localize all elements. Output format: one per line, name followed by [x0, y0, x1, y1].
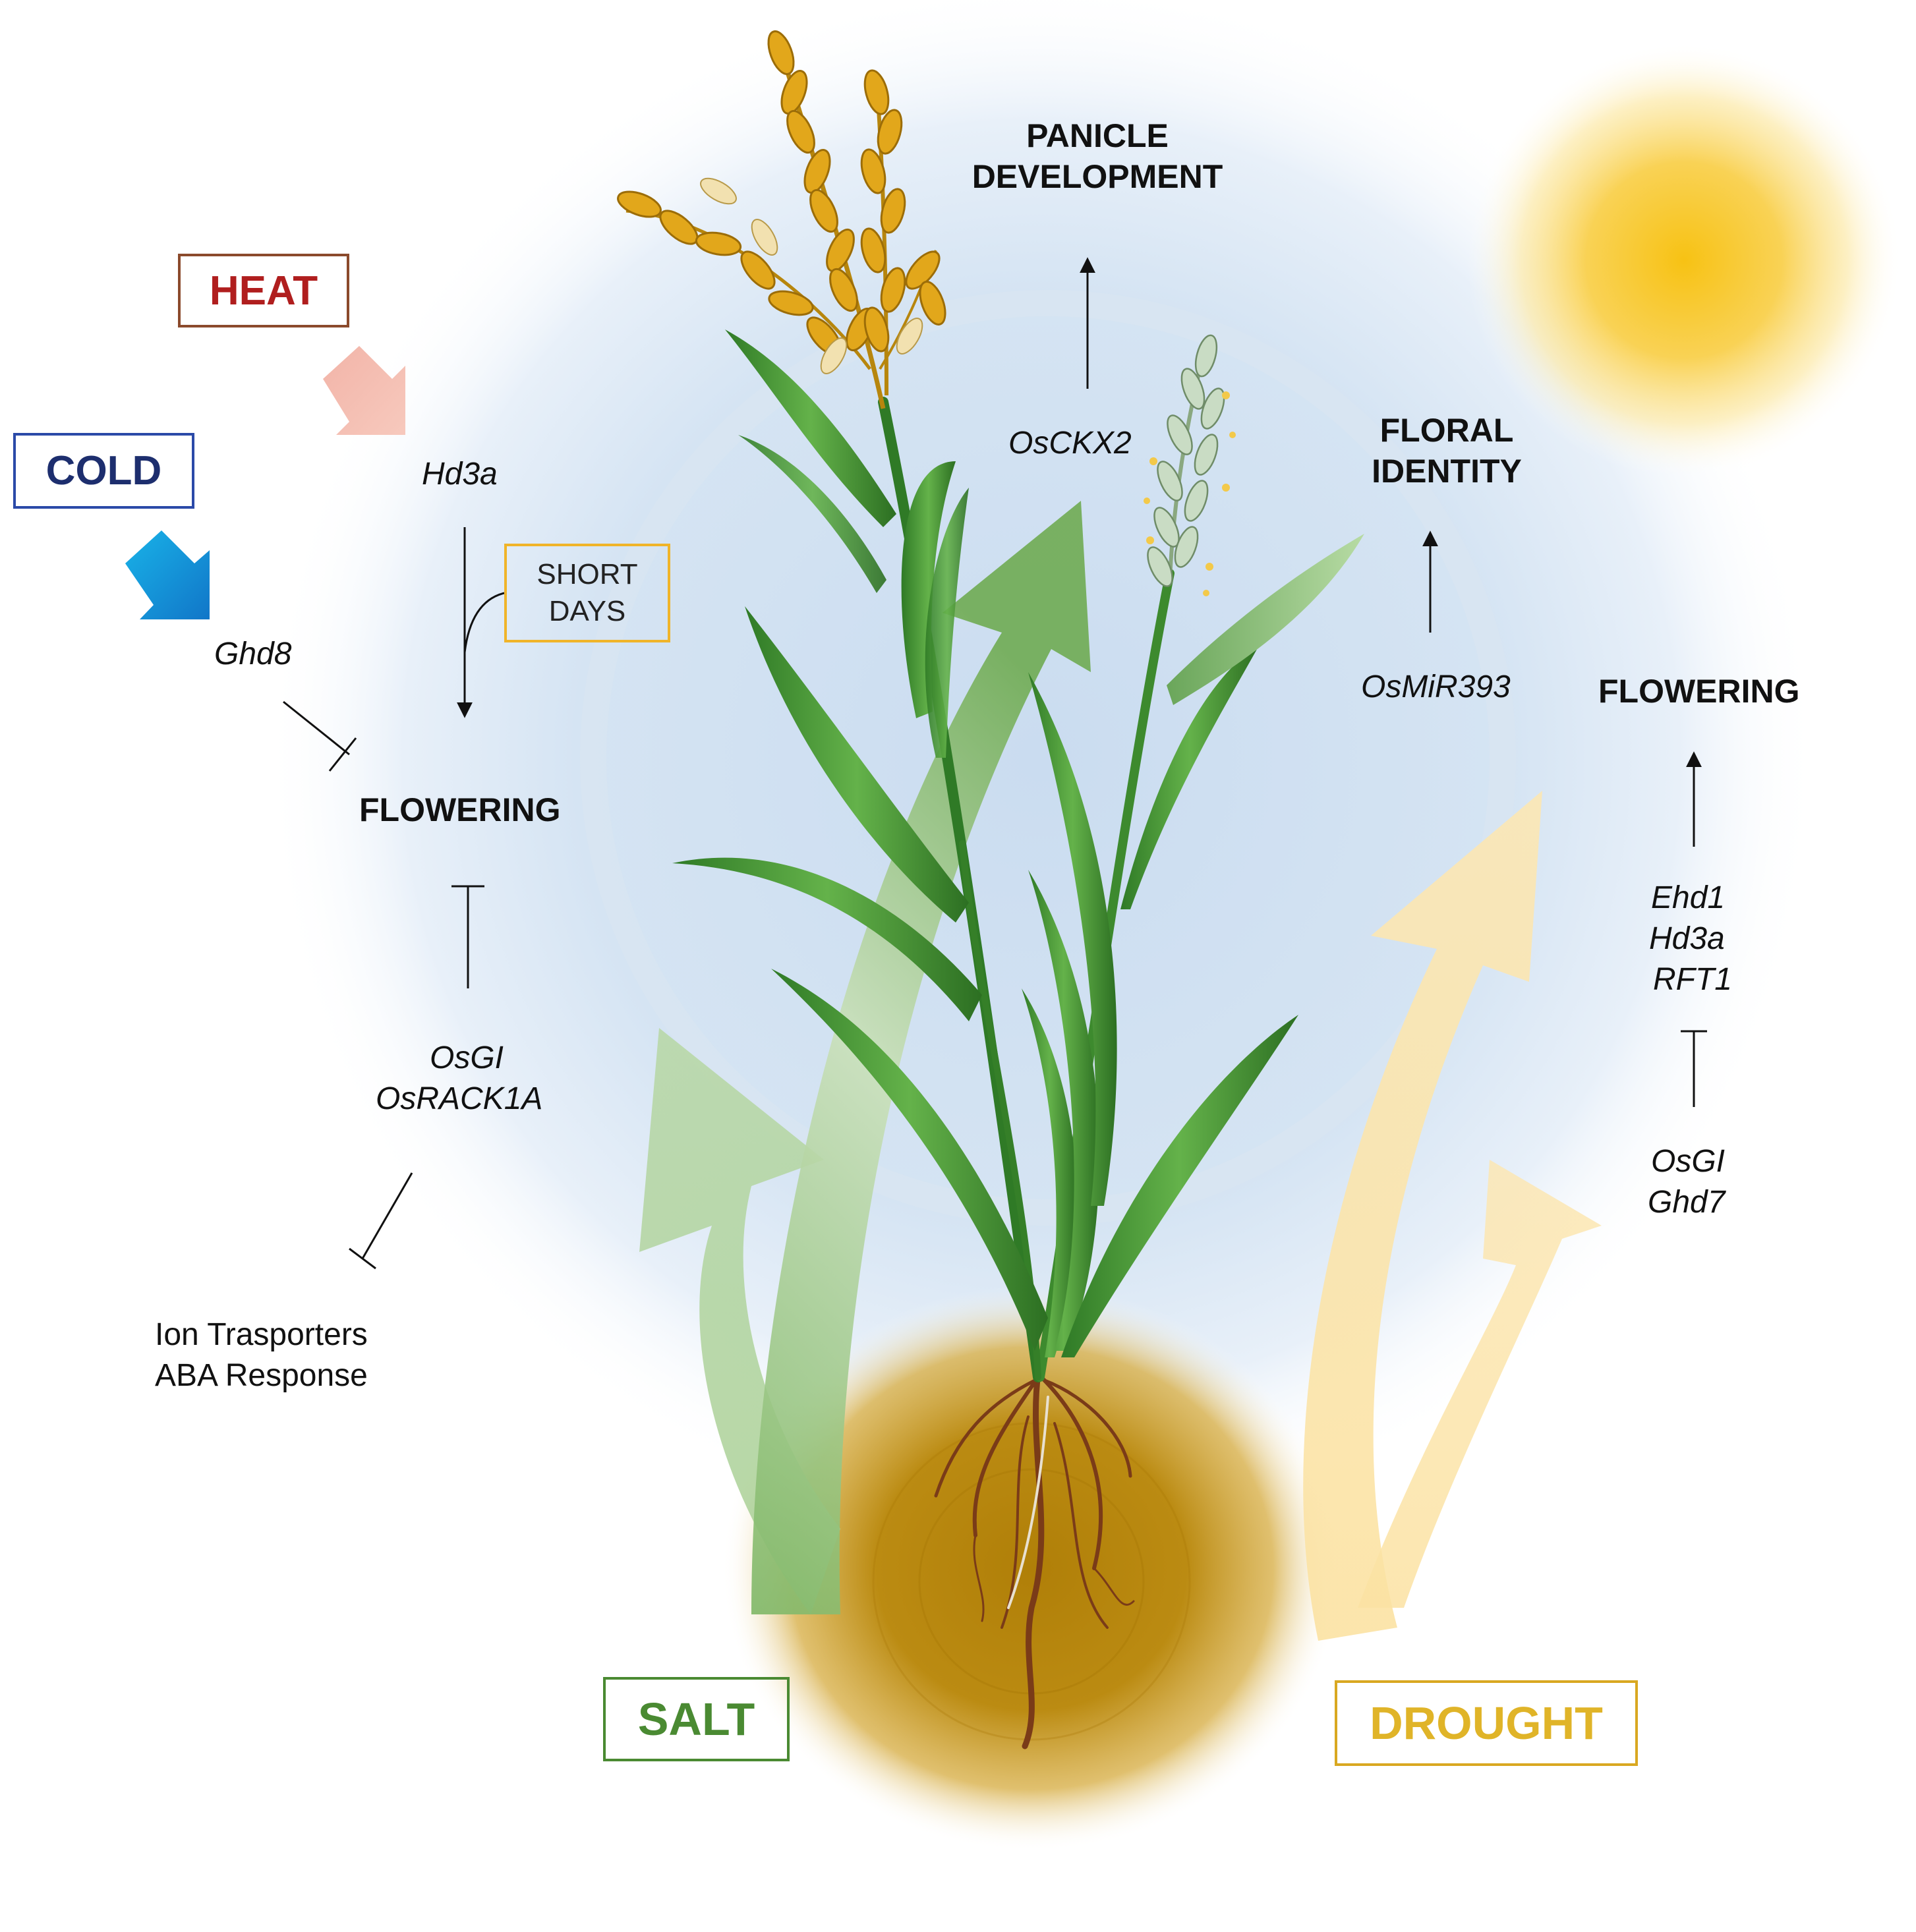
- salt-box: SALT: [603, 1677, 790, 1761]
- panicle-line2: DEVELOPMENT: [972, 158, 1223, 195]
- panicle-development-label: PANICLE DEVELOPMENT: [962, 115, 1233, 197]
- flowering-label-left: FLOWERING: [359, 791, 561, 828]
- osckx2-label: OsCKX2: [1008, 426, 1132, 461]
- ehd1-label: Ehd1: [1651, 880, 1726, 915]
- aba-response-label: ABA Response: [155, 1358, 368, 1393]
- cold-box: COLD: [13, 433, 194, 509]
- heat-arrow: [323, 346, 405, 435]
- short-days-box: SHORT DAYS: [504, 544, 670, 642]
- salt-arrow-main: [751, 501, 1091, 1614]
- sun: [1466, 43, 1901, 478]
- leaves: [672, 329, 1364, 1357]
- salt-label: SALT: [637, 1693, 755, 1745]
- ion-inhibit-line: [361, 1172, 413, 1259]
- heat-box: HEAT: [178, 254, 349, 327]
- heat-label: HEAT: [209, 268, 318, 314]
- floral-identity-label: FLORAL IDENTITY: [1358, 410, 1536, 492]
- flowering-panicle: [1144, 334, 1236, 596]
- ghd7-label: Ghd7: [1648, 1185, 1726, 1220]
- ion-transporters-label: Ion Trasporters: [155, 1317, 368, 1352]
- floral-line2: IDENTITY: [1372, 453, 1522, 490]
- drought-box: DROUGHT: [1335, 1680, 1638, 1766]
- soil-ring: [872, 1422, 1191, 1741]
- short-days-line1: SHORT: [537, 558, 638, 590]
- sky-ring: [580, 290, 1516, 1226]
- osgi-label-left: OsGI: [430, 1040, 504, 1075]
- flowering-label-right: FLOWERING: [1598, 673, 1800, 710]
- drought-arrow-right: [1358, 1160, 1602, 1608]
- cold-label: COLD: [45, 448, 162, 494]
- floral-line1: FLORAL: [1379, 412, 1514, 449]
- osrack1a-label: OsRACK1A: [376, 1081, 543, 1116]
- panicle-line1: PANICLE: [1026, 117, 1169, 154]
- hd3a-label-right: Hd3a: [1649, 921, 1725, 956]
- hd3a-label-left: Hd3a: [422, 457, 498, 492]
- short-days-line2: DAYS: [548, 595, 626, 627]
- drought-label: DROUGHT: [1370, 1697, 1603, 1749]
- osmir393-label: OsMiR393: [1361, 669, 1511, 704]
- soil: [722, 1285, 1341, 1852]
- drought-arrow-main: [1303, 791, 1542, 1641]
- osgi-label-right: OsGI: [1651, 1144, 1726, 1179]
- rft1-label: RFT1: [1653, 962, 1732, 997]
- ghd8-inhibit-bar: [328, 737, 357, 772]
- ghd8-inhibit-line: [283, 700, 350, 756]
- short-days-connector: [463, 592, 505, 653]
- connectors: [283, 257, 1707, 1270]
- roots: [934, 1371, 1135, 1749]
- cold-arrow: [125, 530, 210, 619]
- ion-inhibit-bar: [349, 1247, 376, 1270]
- ghd8-label: Ghd8: [214, 637, 292, 671]
- golden-panicle: [617, 30, 946, 409]
